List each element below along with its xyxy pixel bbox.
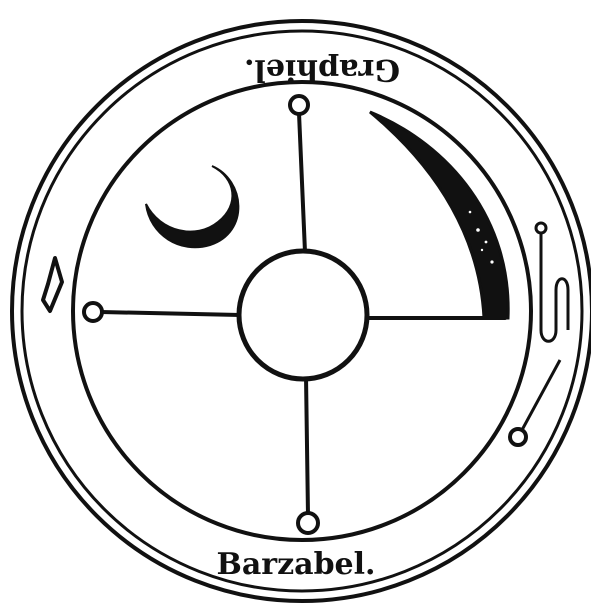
crescent-moon-icon [146,166,238,247]
serpentine-sigil-icon [510,223,568,445]
top-label-group: Graphiel. [244,52,400,87]
top-label: Graphiel. [244,52,400,87]
spoke-top [299,113,305,252]
filled-quarter-arc-icon [370,112,508,318]
knob-top [290,96,308,114]
spoke-left [101,312,240,315]
hook-sigil-icon [43,258,62,311]
central-circle [239,251,367,379]
knob-left [84,303,102,321]
bottom-label: Barzabel. [217,547,376,582]
spoke-bottom [306,376,308,515]
knob-bottom [298,513,318,533]
